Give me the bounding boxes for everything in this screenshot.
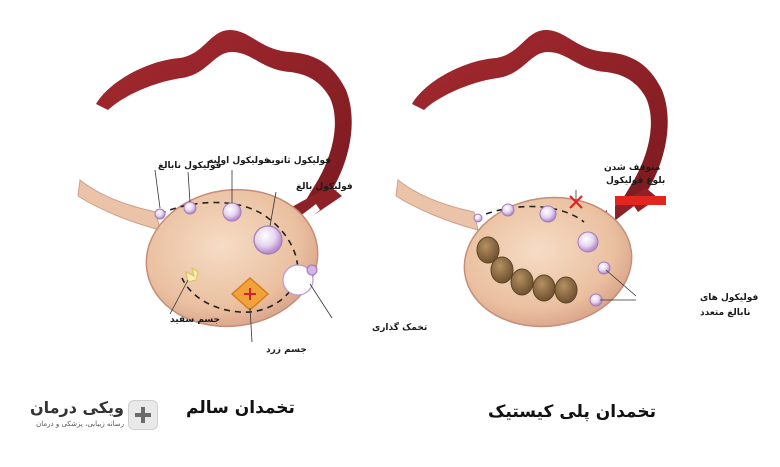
corpus-luteum [230,276,270,312]
mature-follicle [253,225,283,255]
label-ovulation: تخمک گذاری [372,321,427,333]
healthy-ovary-diagram: فولیکول نابالغ فولیکول اولیه فولیکول ثان… [77,30,427,355]
label-corpus-luteum: جسم زرد [266,345,307,355]
healthy-ovary-title: تخمدان سالم [186,398,295,418]
label-multiple-line1: فولیکول های [700,293,758,303]
pcos-leader-lines [575,190,637,301]
label-immature-follicle: فولیکول نابالغ [158,161,222,171]
leader-lines [154,169,333,343]
cyst [510,268,534,296]
secondary-follicle [222,202,242,222]
highlight-bar [612,196,666,205]
plus-icon [128,400,158,430]
logo-tagline: رسانه زیبایی، پزشکی و درمان [36,420,124,428]
fallopian-tube [96,30,352,210]
pcos-primary-follicle [473,213,483,223]
pcos-follicle-arrow [475,205,585,223]
label-stopped-line2: بلوغ فولیکول [606,176,665,186]
stop-mark [569,195,583,209]
ovarian-ligament [77,179,161,231]
site-logo[interactable]: ویکی درمان رسانه زیبایی، پزشکی و درمان [30,396,160,436]
immature-follicle [154,208,166,220]
cyst [532,274,556,302]
pcos-follicle-1 [501,203,515,217]
label-multiple-line2: نابالغ متعدد [700,308,750,318]
pcos-follicle-2 [539,205,557,223]
label-corpus-albicans: جسم سفید [170,315,220,325]
label-secondary-follicle: فولیکول ثانویه [266,156,331,166]
pcos-fallopian-tube [412,30,668,210]
primary-follicle [183,201,197,215]
label-primary-follicle: فولیکول اولیه [208,156,270,166]
pcos-ovary-diagram: متوقف شدن بلوغ فولیکول فولیکول های نابال… [395,30,758,328]
label-mature-follicle: فولیکول بالغ [296,182,353,192]
cyst [554,276,578,304]
ovulating-follicle [282,264,314,296]
cyst [490,256,514,284]
pcos-ovarian-ligament [395,179,479,231]
released-egg [306,264,318,276]
follicle-cycle-arrow [159,201,299,313]
label-stopped-line1: متوقف شدن [604,163,660,173]
logo-name: ویکی درمان [29,398,124,417]
pcos-ovary-title: تخمدان پلی کیستیک [488,402,656,422]
corpus-albicans [185,266,199,283]
pcos-cysts [476,236,578,304]
cyst [476,236,500,264]
pcos-ovary [463,196,633,328]
pcos-follicle-3 [577,231,599,253]
